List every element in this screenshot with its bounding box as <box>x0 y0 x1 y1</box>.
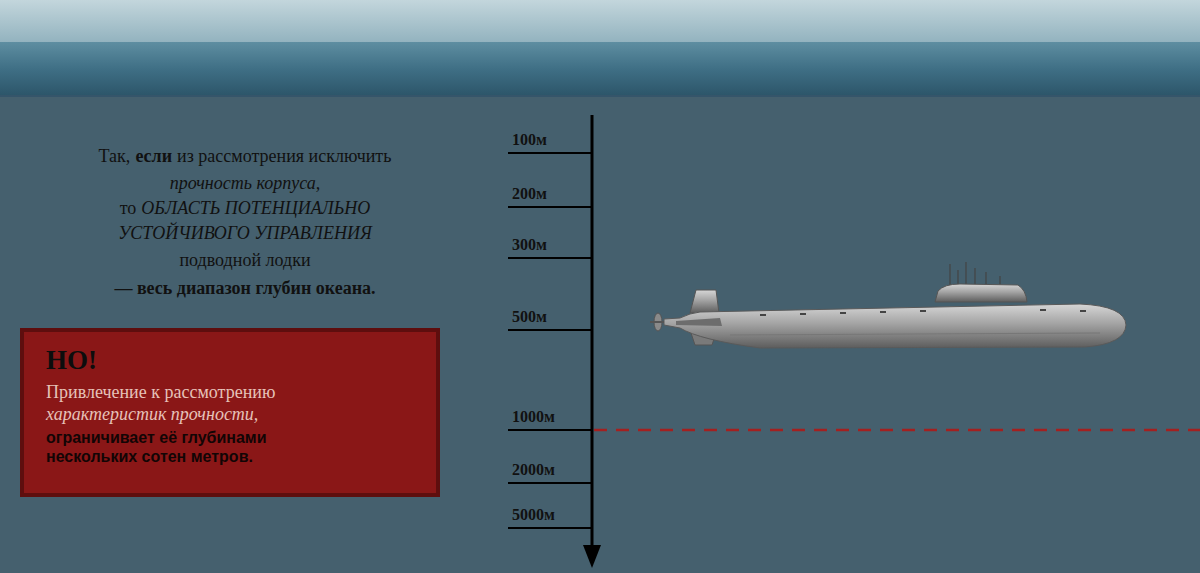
warning-box: НО! Привлечение к рассмотрениюхарактерист… <box>20 328 440 497</box>
depth-limit-line <box>594 429 1200 432</box>
box-heading: НО! <box>46 344 418 376</box>
waterline <box>0 95 1200 97</box>
depth-tick <box>508 206 592 208</box>
note-text: ОБЛАСТЬ ПОТЕНЦИАЛЬНО <box>141 198 370 218</box>
depth-label: 100м <box>512 131 547 149</box>
text-line: тоОБЛАСТЬ ПОТЕНЦИАЛЬНО <box>10 198 480 219</box>
text-line: — весь диапазон глубин океана. <box>10 278 480 299</box>
depth-tick <box>508 482 592 484</box>
depth-label: 5000м <box>512 506 555 524</box>
note-text: Так, <box>99 146 131 166</box>
sky <box>0 0 1200 42</box>
depth-label: 1000м <box>512 408 555 426</box>
note-text: УСТОЙЧИВОГО УПРАВЛЕНИЯ <box>118 223 372 243</box>
text-line: УСТОЙЧИВОГО УПРАВЛЕНИЯ <box>10 223 480 244</box>
text-line: подводной лодки <box>10 250 480 271</box>
note-text: — весь диапазон глубин океана. <box>114 278 375 298</box>
depth-axis <box>583 115 601 568</box>
depth-tick <box>508 152 592 154</box>
note-text: если <box>135 146 172 166</box>
text-line: прочность корпуса, <box>10 173 480 194</box>
depth-tick <box>508 257 592 259</box>
text-line: Так,еслииз рассмотрения исключить <box>10 146 480 167</box>
depth-tick <box>508 429 592 431</box>
depth-label: 2000м <box>512 461 555 479</box>
box-text: характеристик прочности, <box>46 404 418 426</box>
note-text: то <box>120 198 137 218</box>
note-text: из рассмотрения исключить <box>177 146 391 166</box>
note-text: подводной лодки <box>179 250 310 270</box>
depth-tick <box>508 329 592 331</box>
depth-label: 200м <box>512 185 547 203</box>
submarine <box>650 262 1126 348</box>
depth-label: 500м <box>512 308 547 326</box>
box-text: ограничивает её глубинами нескольких сот… <box>46 428 346 466</box>
box-text: Привлечение к рассмотрению <box>46 382 418 404</box>
depth-tick <box>508 527 592 529</box>
note-text: прочность корпуса, <box>170 173 320 193</box>
depth-label: 300м <box>512 236 547 254</box>
sea-surface <box>0 42 1200 96</box>
